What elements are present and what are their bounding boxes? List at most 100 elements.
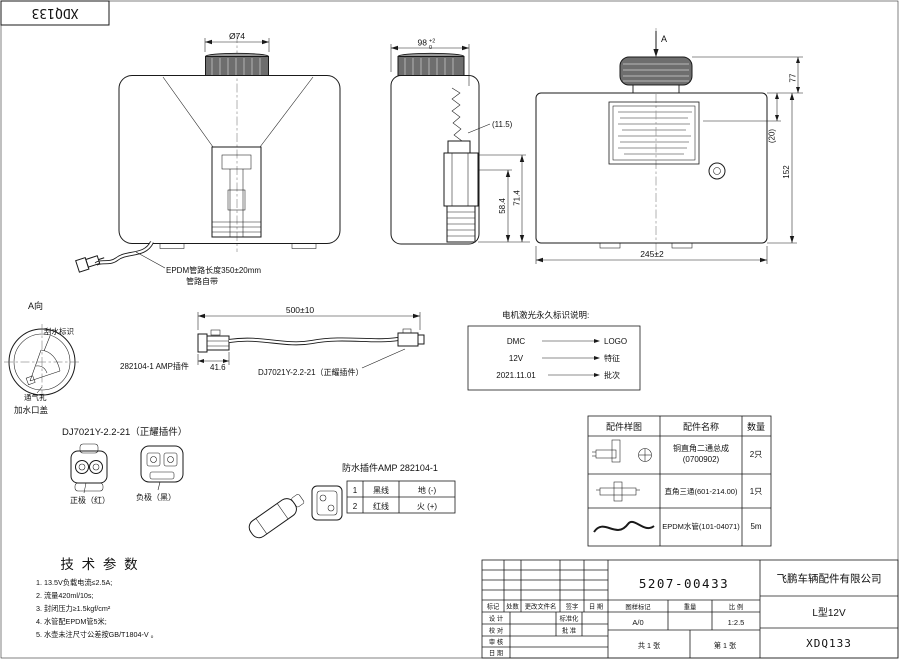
laser-marking-note: 电机激光永久标识说明: DMC LOGO 12V 特征 2021.11.01 批… [467,310,641,391]
amp-connector-face [311,485,343,521]
dim-connector-length: 41.6 [210,363,226,372]
pin1-wire: 黑线 [373,485,389,495]
model-name: L型12V [812,606,846,619]
check-label: 校 对 [489,626,504,635]
epdm-note-line2: 管路自带 [186,276,218,286]
drawing-code: XDQ133 [806,637,852,650]
dim-cable-length: 500±10 [286,305,315,315]
amp-detail-title: 防水插件AMP 282104-1 [342,462,438,473]
part3-name: EPDM水管(101-04071) [662,521,740,531]
rev-count-label: 处数 [506,602,519,611]
design-label: 设 计 [489,614,504,623]
wiper-symbol [29,349,61,382]
negative-label: 负极（黑） [136,492,176,502]
dim-width-tol-upper: +2 [429,39,435,45]
epdm-note-line1: EPDM管路长度350±20mm [166,265,261,275]
rev-sign-label: 签字 [566,602,579,611]
rev-mark-label: 标记 [487,602,500,611]
scale-value: 1:2.5 [728,618,745,627]
filler-cap-front [205,56,269,76]
tech-param-3: 3. 封闭压力≥1.5kgf/cm² [36,604,111,613]
dj-plug-label: DJ7021Y-2.2-21（正耀插件） [258,367,364,377]
pump-side [443,152,479,207]
corner-code-block: XDQ133 [0,0,110,26]
pin1-signal: 地 (-) [418,485,437,495]
dim-diameter: Ø74 [229,31,245,41]
laser-note-box [467,325,641,391]
tech-param-5: 5. 水壶未注尺寸公差按GB/T1804-V 。 [36,630,158,639]
dim-offset: (11.5) [492,120,513,129]
cable-assembly: 500±10 41.6 282104-1 AMP插件 DJ7021Y-2.2-2… [120,305,425,377]
drawing-mark-label: 图样标记 [625,602,651,611]
dj-plug [397,328,425,347]
elbow-fitting-sample [592,439,652,463]
sheets-total: 共 1 张 [638,641,660,650]
vent-hole-label: 通气孔 [24,392,47,402]
section-label: A [661,34,667,44]
rear-view: A 245±2 [535,28,803,264]
dj-connector-front [140,445,184,483]
side-view: 98 +2 0 (11.5) 58.4 [390,38,530,245]
pin2-no: 2 [353,502,358,511]
part1-qty: 2只 [750,450,762,459]
part3-qty: 5m [750,522,761,531]
dim-width-tol-lower: 0 [429,45,432,51]
tech-params: 技 术 参 数 1. 13.5V负载电流≤2.5A; 2. 流量420ml/10… [36,556,158,639]
parts-table: 配件样图 配件名称 数量 铜直角二通总成 (0700902) 2只 直角三通(6… [587,415,772,547]
parts-header-name: 配件名称 [683,421,719,432]
product-label-plate [608,101,700,165]
tank-body-front [118,75,341,244]
laser-row3-right: 批次 [604,370,620,380]
wiper-mark-label: 刮水标识 [44,326,74,336]
hose-front [94,240,154,266]
tee-fitting-sample [596,481,640,502]
laser-note-title: 电机激光永久标识说明: [502,310,589,320]
standard-label: 标准化 [560,614,580,623]
filler-cap-side [397,56,465,76]
dj-detail-title: DJ7021Y-2.2-21（正耀插件） [62,426,187,438]
tech-param-2: 2. 流量420ml/10s; [36,591,94,600]
amp-connector-body [248,494,305,539]
laser-row2-right: 特征 [604,353,620,363]
amp-connector-detail: 防水插件AMP 282104-1 1 黑线 地 (-) 2 红线 火 (+) [248,462,456,539]
approve-label: 批 准 [562,626,576,635]
part-number: 5207-00433 [639,576,729,591]
pump-housing-front [211,146,262,238]
title-block: 标记 处数 更改文件名 签字 日 期 设 计 标准化 校 对 批 准 审 核 日… [481,559,899,659]
dj-connector-rear [70,443,108,492]
tank-body-side [390,75,480,245]
review-label: 审 核 [489,637,504,646]
parts-header-sample: 配件样图 [606,421,642,432]
dj-connector-detail: DJ7021Y-2.2-21（正耀插件） 正极（红） 负极（黑） [62,426,187,505]
amp-plug-label: 282104-1 AMP插件 [120,361,189,371]
dim-width: 98 [418,38,428,48]
parts-header-qty: 数量 [747,421,765,432]
rev-file-label: 更改文件名 [525,602,556,611]
laser-row1-right: LOGO [604,337,627,346]
dim-cap-offset: (20) [768,129,777,144]
part2-qty: 1只 [750,487,762,496]
part1-name: 铜直角二通总成 [673,443,729,453]
amp-pin-table: 1 黑线 地 (-) 2 红线 火 (+) [346,480,456,514]
dim-pump-a: 58.4 [498,198,507,214]
pin1-no: 1 [353,486,358,495]
dim-top: 77 [789,73,798,82]
filler-cap-label: 加水口盖 [14,405,49,415]
sheet-number: 第 1 张 [714,641,736,650]
laser-row2-left: 12V [509,354,524,363]
positive-label: 正极（红） [70,495,110,505]
tank-body-rear [535,92,768,244]
a-view-label: A向 [28,300,43,311]
dim-length: 245±2 [640,249,664,259]
hose-sample [593,521,655,533]
tech-param-4: 4. 水管配EPDM管5米; [36,617,107,626]
corner-code: XDQ133 [32,5,79,20]
pin2-signal: 火 (+) [417,502,438,511]
tech-param-1: 1. 13.5V负载电流≤2.5A; [36,578,112,587]
scale-label: 比 例 [729,602,743,611]
rev-value: A/0 [632,618,643,627]
laser-row3-left: 2021.11.01 [496,371,536,380]
